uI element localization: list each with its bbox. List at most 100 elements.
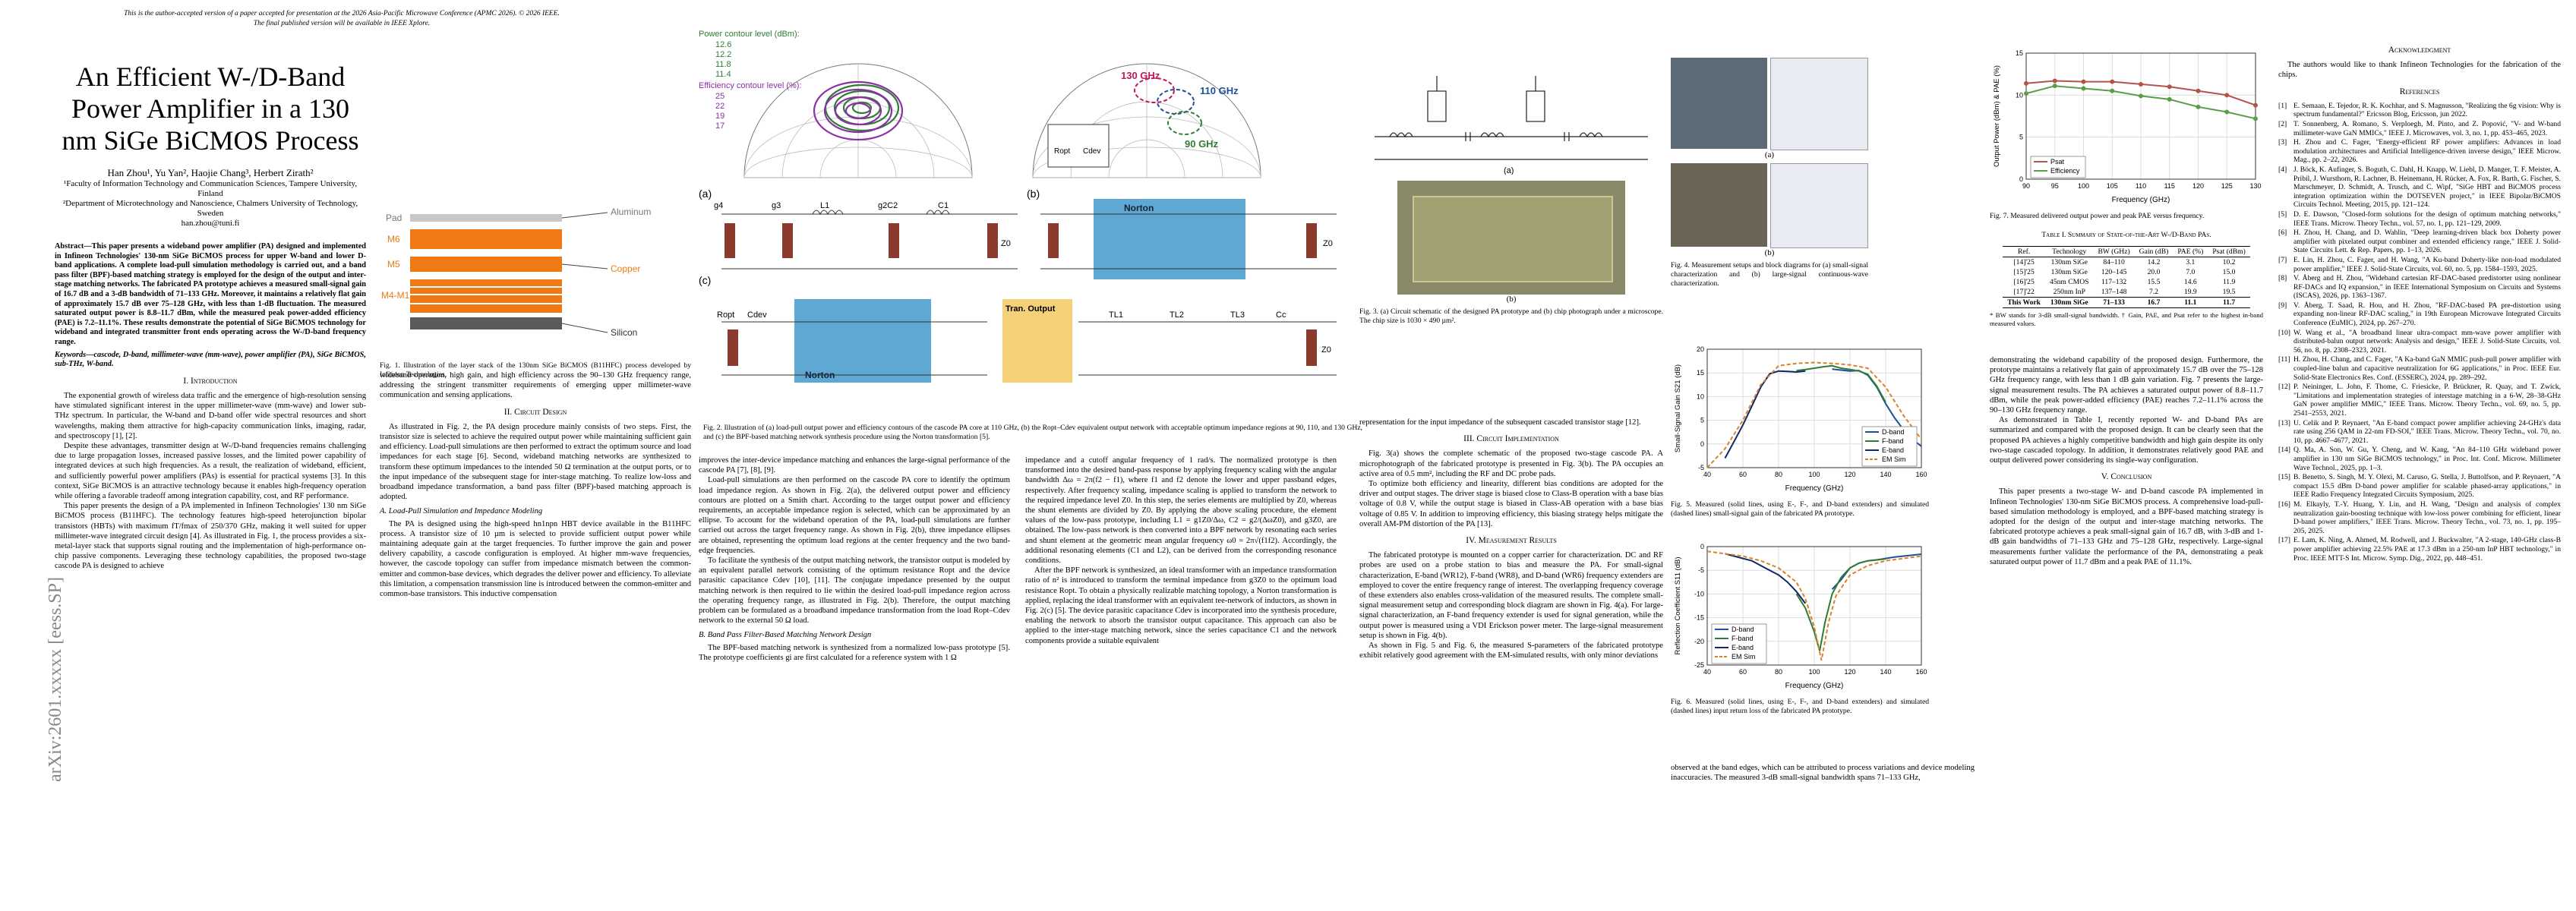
reference-text: T. Sonnenberg, A. Romano, S. Verploegh, … (2293, 120, 2561, 137)
column-3: improves the inter-device impedance matc… (699, 456, 1010, 663)
reference-text: U. Celik and P. Reynaert, "An E-band com… (2293, 418, 2561, 445)
table-cell: 250nm InP (2053, 287, 2085, 296)
reference-item: [17]E. Lam, K. Ning, A. Ahmed, M. Rodwel… (2278, 536, 2561, 563)
intro-paragraph: The exponential growth of wireless data … (55, 391, 366, 440)
bpf-ladder-row-1 (721, 210, 1018, 270)
small-signal-block-diagram (1770, 58, 1868, 150)
legend-item: 12.6 (715, 40, 731, 49)
x-tick-label: 105 (2107, 182, 2118, 190)
y-tick-label: 5 (2019, 134, 2023, 141)
panel-label: (a) (1764, 150, 1775, 159)
x-tick-label: 140 (1880, 668, 1891, 676)
load-pull-and-matching-diagram: Power contour level (dBm): 12.6 12.2 11.… (699, 30, 1337, 383)
data-point (2196, 104, 2201, 109)
y-tick-label: 10 (1697, 392, 1704, 400)
figure-3-caption: Fig. 3. (a) Circuit schematic of the des… (1359, 307, 1663, 325)
table-header: Ref. (2003, 245, 2046, 257)
component-label: Cdev (1083, 147, 1100, 156)
x-tick-label: 60 (1739, 471, 1747, 478)
material-label: Copper (611, 263, 640, 274)
section-heading-ack: Acknowledgment (2388, 46, 2451, 55)
reference-number: [8] (2278, 274, 2287, 283)
y-tick-label: 0 (1700, 440, 1704, 448)
data-point (2110, 88, 2115, 93)
panel-label: (a) (1504, 166, 1514, 175)
paragraph: The BPF-based matching network is synthe… (699, 643, 1010, 662)
reference-text: V. Åberg and H. Zhou, "Wideband cartesia… (2293, 274, 2561, 301)
x-tick-label: 80 (1775, 668, 1782, 676)
notice-line-2: The final published version will be avai… (253, 20, 431, 27)
panel-label: (a) (699, 188, 712, 200)
table-cell: 15.5 (2147, 277, 2161, 286)
panel-label: (b) (1764, 248, 1775, 258)
figure-6-caption: Fig. 6. Measured (solid lines, using E-,… (1671, 698, 1929, 715)
reference-text: P. Neininger, L. John, F. Thome, C. Frie… (2293, 383, 2561, 418)
y-tick-label: 10 (2016, 91, 2023, 99)
material-label: Silicon (611, 327, 637, 338)
component-label: Z0 (1001, 239, 1011, 248)
data-point (2110, 79, 2115, 84)
table-cell: 120–145 (2101, 267, 2127, 276)
legend-label: Efficiency (2050, 167, 2080, 175)
legend-item: 11.8 (715, 60, 731, 69)
reference-item: [12]P. Neininger, L. John, F. Thome, C. … (2278, 383, 2561, 418)
y-axis-label: Small-Signal Gain S21 (dB) (1674, 364, 1682, 452)
affiliation-2: ²Department of Microtechnology and Nanos… (62, 199, 358, 218)
component-label: Z0 (1321, 345, 1331, 355)
x-tick-label: 110 (2136, 182, 2146, 190)
y-tick-label: -5 (1698, 566, 1704, 574)
reference-item: [11]H. Zhou, H. Chang, and C. Fager, "A … (2278, 355, 2561, 382)
data-point (2167, 84, 2172, 90)
table-header: PAE (%) (2173, 245, 2208, 257)
panel-label: (b) (1506, 295, 1517, 304)
component-label: C1 (938, 201, 949, 210)
reference-item: [13]U. Celik and P. Reynaert, "An E-band… (2278, 419, 2561, 446)
affiliation-1: ¹Faculty of Information Technology and C… (63, 179, 358, 198)
reference-number: [6] (2278, 229, 2287, 238)
reference-text: B. Benetto, S. Singh, M. Y. Olexi, M. Ca… (2293, 473, 2561, 500)
column-7-text: observed at the band edges, which can be… (1671, 763, 1975, 783)
figure-2-caption: Fig. 2. Illustration of (a) load-pull ou… (703, 424, 1362, 441)
large-signal-block-diagram (1770, 163, 1868, 249)
y-tick-label: -25 (1694, 661, 1704, 669)
x-tick-label: 60 (1739, 668, 1747, 676)
x-tick-label: 140 (1880, 471, 1891, 478)
table-cell: 117–132 (2101, 277, 2127, 286)
table-cell: 7.0 (2186, 267, 2196, 276)
legend-label: EM Sim (1732, 653, 1756, 660)
reference-item: [7]E. Lin, H. Zhou, C. Fager, and H. Wan… (2278, 256, 2561, 273)
layer-label: M4-M1 (381, 290, 410, 301)
x-tick-label: 90 (2022, 182, 2030, 190)
plot-frame (2025, 52, 2256, 180)
reference-item: [8] V. Åberg and H. Zhou, "Wideband carte… (2278, 274, 2561, 301)
norton-block (1094, 199, 1245, 279)
table-header: Psat (dBm) (2208, 245, 2250, 257)
series-line (1725, 553, 1807, 604)
reference-item: [14]Q. Ma, A. Son, W. Gu, Y. Cheng, and … (2278, 446, 2561, 472)
reference-text: E. Lam, K. Ning, A. Ahmed, M. Rodwell, a… (2293, 536, 2561, 563)
reference-number: [9] (2278, 301, 2287, 310)
table-cell: 84–110 (2103, 257, 2125, 266)
paragraph: demonstrating the wideband capability of… (1990, 356, 2263, 415)
paragraph: observed at the band edges, which can be… (1671, 764, 1975, 783)
column-5: (a) (b) Fig. 3. (a) Circuit schematic of… (1359, 61, 1663, 332)
y-tick-label: -10 (1694, 590, 1704, 597)
paragraph: wideband operation, high gain, and high … (380, 371, 691, 400)
data-point (2253, 102, 2258, 108)
contour-legend: Power contour level (dBm): 12.6 12.2 11.… (699, 30, 802, 131)
design-paragraph: As illustrated in Fig. 2, the PA design … (380, 422, 691, 502)
legend-box (2030, 156, 2086, 178)
column-2-text: wideband operation, high gain, and high … (380, 370, 691, 599)
data-point (2052, 78, 2057, 84)
x-tick-label: 40 (1703, 668, 1711, 676)
x-axis-label: Frequency (GHz) (1785, 484, 1844, 493)
reference-number: [2] (2278, 120, 2287, 128)
section-heading-implementation: III. Circuit Implementation (1463, 434, 1559, 444)
legend-label: E-band (1882, 446, 1904, 454)
